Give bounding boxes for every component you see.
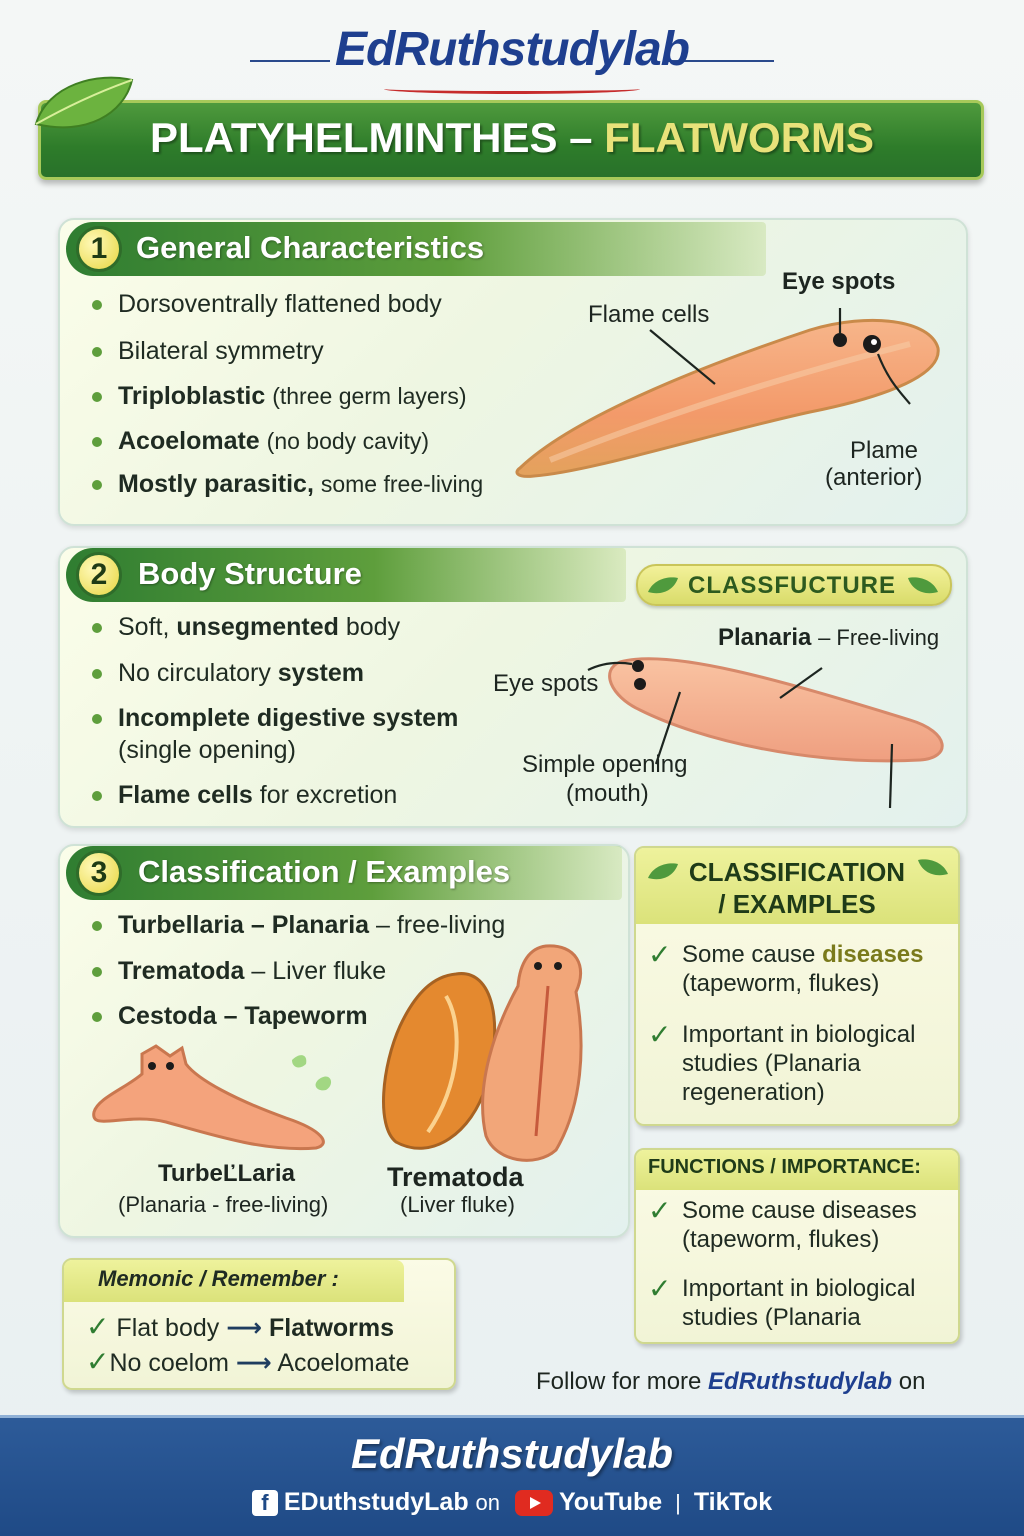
- brand-logo: EdRuthstudylab: [335, 23, 690, 76]
- check-item: ✓ Some cause diseases(tapeworm, flukes): [648, 939, 924, 997]
- mnemonic-title: Memonic / Remember :: [98, 1266, 339, 1291]
- bullet-item: Soft, unsegmented body: [92, 613, 400, 642]
- leaf-icon: [908, 577, 938, 594]
- bullet-item: No circulatory system: [92, 659, 364, 688]
- section-number: 3: [76, 850, 122, 896]
- label-flame-cells: Flame cells: [588, 301, 710, 328]
- section-title: Classification / Examples: [138, 854, 511, 889]
- leaf-icon: [918, 859, 948, 876]
- bullet-item: Triploblastic (three germ layers): [92, 382, 467, 411]
- leaf-icon: [648, 863, 678, 880]
- follow-line: Follow for more EdRuthstudylab on: [536, 1368, 926, 1395]
- trematoda-name: Trematoda: [387, 1162, 524, 1192]
- check-icon: ✓: [648, 939, 672, 970]
- section-classification-header: [66, 846, 622, 900]
- check-icon: ✓: [86, 1311, 110, 1342]
- mnemonic-row: ✓No coelom ⟶ Acoelomate: [86, 1346, 410, 1377]
- title-part-2: FLATWORMS: [604, 114, 875, 161]
- functions-importance-header: [636, 1150, 958, 1190]
- youtube-icon: [514, 1490, 553, 1517]
- planaria-illustration: [587, 657, 944, 809]
- bullet-item: Incomplete digestive system: [92, 704, 458, 733]
- tiktok-link[interactable]: TikTok: [693, 1488, 773, 1516]
- leaf-icon: [648, 577, 678, 594]
- brand-line-right: [668, 60, 774, 62]
- youtube-link[interactable]: YouTube: [558, 1488, 663, 1516]
- check-item: ✓ Some cause diseases(tapeworm, flukes): [648, 1195, 917, 1253]
- bullet-item: Dorsoventrally flattened body: [92, 290, 442, 319]
- classification-examples-header: [636, 848, 958, 924]
- bullet-item-continuation: (single opening): [118, 736, 296, 764]
- brand-swoosh: [384, 84, 640, 94]
- classification-examples-title: CLASSIFICATION / EXAMPLES: [688, 857, 906, 919]
- arrow-right-icon: ⟶: [226, 1314, 263, 1342]
- functions-importance-title: FUNCTIONS / IMPORTANCE:: [648, 1156, 921, 1178]
- title-part-1: PLATYHELMINTHES –: [149, 114, 593, 161]
- label-mouth: (mouth): [566, 780, 649, 807]
- trematoda-illustration: [382, 944, 583, 1162]
- label-plame: Plame: [850, 437, 919, 464]
- page-title: PLATYHELMINTHES – FLATWORMS: [0, 114, 1024, 162]
- bullet-item: Trematoda – Liver fluke: [92, 957, 386, 986]
- label-eye-spots: Eye spots: [782, 268, 896, 295]
- bullet-item: Mostly parasitic, some free-living: [92, 470, 483, 499]
- section-general-header: [66, 222, 766, 276]
- section-body-header: [66, 548, 626, 602]
- turbellaria-caption: (Planaria - free-living): [118, 1192, 329, 1217]
- bullet-item: Bilateral symmetry: [92, 337, 324, 366]
- title-banner: [38, 100, 984, 180]
- label-anterior: (anterior): [825, 464, 923, 491]
- tag-label: CLASSFUCTURE: [688, 572, 896, 599]
- label-eye-spots: Eye spots: [493, 670, 599, 697]
- turbellaria-name: TurbeĽLaria: [158, 1160, 295, 1187]
- check-icon: ✓: [648, 1195, 672, 1226]
- flatworm-illustration: [515, 308, 940, 478]
- mnemonic-header: [64, 1260, 404, 1302]
- section-number: 2: [76, 552, 122, 598]
- bullet-item: Flame cells for excretion: [92, 781, 397, 810]
- facebook-link[interactable]: EDuthstudyLab: [283, 1488, 469, 1516]
- footer: [0, 1415, 1024, 1536]
- section-title: General Characteristics: [136, 230, 485, 265]
- label-planaria: Planaria – Free-living: [718, 624, 940, 651]
- label-simple-opening: Simple opening: [522, 751, 688, 778]
- footer-brand: EdRuthstudylab: [351, 1430, 673, 1477]
- check-icon: ✓: [86, 1346, 110, 1377]
- section-number: 1: [76, 226, 122, 272]
- check-icon: ✓: [648, 1019, 672, 1050]
- tag-classfucture: [636, 564, 952, 606]
- bullet-item: Acoelomate (no body cavity): [92, 427, 429, 456]
- facebook-icon: f: [251, 1490, 278, 1517]
- section-title: Body Structure: [138, 556, 362, 591]
- check-icon: ✓: [648, 1273, 672, 1304]
- brand-line-left: [250, 60, 330, 62]
- bullet-item: Cestoda – Tapeworm: [92, 1002, 368, 1031]
- turbellaria-illustration: [92, 1044, 332, 1151]
- trematoda-caption: (Liver fluke): [400, 1192, 515, 1217]
- arrow-right-icon: ⟶: [235, 1349, 272, 1377]
- leaf-icon: [34, 76, 134, 129]
- bullet-item: Turbellaria – Planaria – free-living: [92, 911, 505, 940]
- mnemonic-row: ✓ Flat body ⟶ Flatworms: [86, 1311, 395, 1342]
